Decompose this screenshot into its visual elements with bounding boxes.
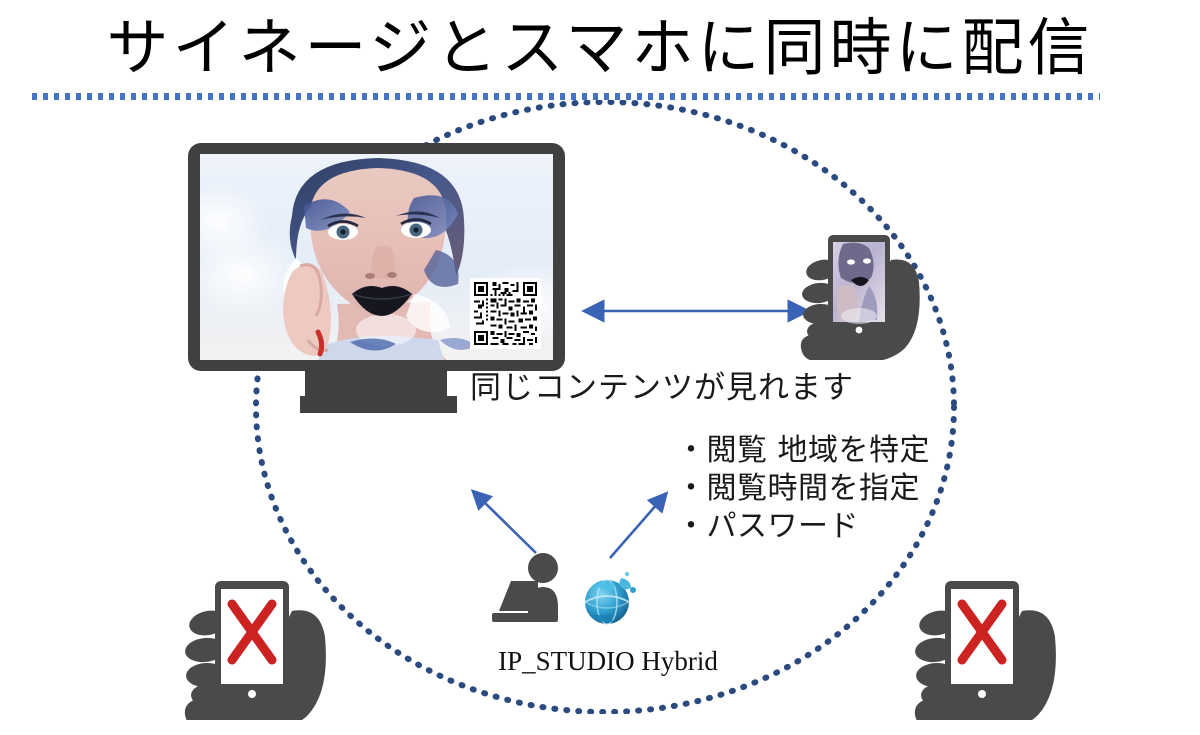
globe-network-icon <box>584 571 636 625</box>
signage-monitor <box>188 143 565 371</box>
monitor-screen <box>200 154 553 360</box>
red-x-mark <box>227 599 277 665</box>
monitor-stand-neck <box>305 368 447 400</box>
qr-code-icon <box>470 278 541 349</box>
blocked-phone-right <box>914 581 1056 720</box>
red-x-mark <box>957 599 1007 665</box>
feature-list: ・閲覧 地域を特定 ・閲覧時間を指定 ・パスワード <box>676 432 930 546</box>
feature-item-region: ・閲覧 地域を特定 <box>676 433 931 468</box>
title-underline-dotted-rule <box>32 93 1100 100</box>
studio-name-label: IP_STUDIO Hybrid <box>498 646 718 676</box>
feature-item-time: ・閲覧時間を指定 <box>676 471 920 506</box>
woman-portrait-artwork <box>200 154 553 360</box>
page-title: サイネージとスマホに同時に配信 <box>106 11 1094 84</box>
person-at-laptop-icon <box>492 553 558 622</box>
feature-item-password: ・パスワード <box>676 509 859 544</box>
monitor-stand-base <box>300 396 457 413</box>
blocked-phone-left <box>184 581 326 720</box>
same-content-caption: 同じコンテンツが見れます <box>470 370 854 406</box>
authorized-phone <box>800 235 920 360</box>
